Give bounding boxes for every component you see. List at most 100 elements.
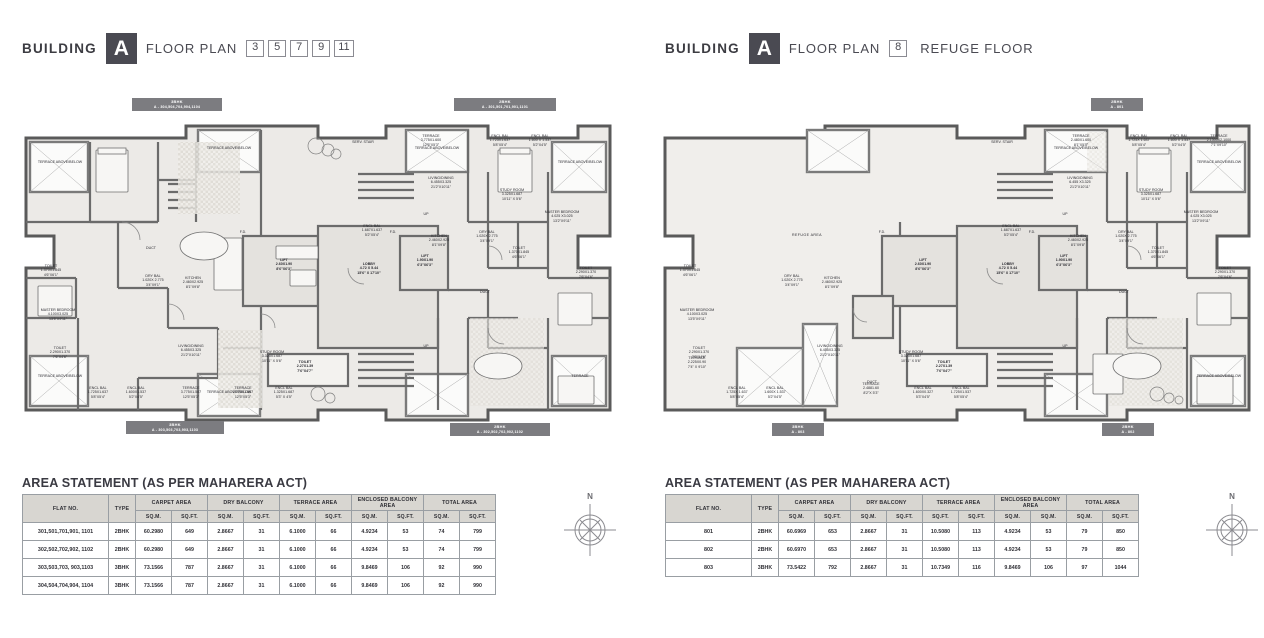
cell-value: 92 xyxy=(423,576,460,595)
cell-type: 3BHK xyxy=(751,558,779,577)
cell-value: 106 xyxy=(1030,558,1067,577)
compass-north-label: N xyxy=(587,492,593,501)
th-total-area: TOTAL AREA xyxy=(423,494,496,511)
cell-value: 92 xyxy=(423,558,460,577)
cell-value: 66 xyxy=(315,540,352,559)
cell-value: 6.1000 xyxy=(279,558,316,577)
cell-value: 60.6969 xyxy=(778,522,815,541)
th-unit: SQ.FT. xyxy=(958,510,995,523)
th-unit: SQ.M. xyxy=(1030,510,1067,523)
compass-rose: N xyxy=(1204,492,1260,558)
cell-value: 31 xyxy=(243,576,280,595)
th-total-area: TOTAL AREA xyxy=(1066,494,1139,511)
table-row: 304,504,704,904, 1104 3BHK 73.1566 787 2… xyxy=(22,576,496,595)
cell-type: 2BHK xyxy=(108,540,136,559)
cell-value: 66 xyxy=(315,576,352,595)
cell-value: 74 xyxy=(423,522,460,541)
table-row: 802 2BHK 60.6970 653 2.8667 31 10.5080 1… xyxy=(665,540,1139,559)
cell-value: 10.5080 xyxy=(922,522,959,541)
cell-type: 2BHK xyxy=(751,540,779,559)
cell-value: 2.8667 xyxy=(207,576,244,595)
cell-value: 649 xyxy=(171,540,208,559)
cell-value: 2.8667 xyxy=(850,540,887,559)
cell-value: 6.1000 xyxy=(279,540,316,559)
floor-plan-drawing-left: TERRACE ABOVE/BELOW TERRACE ABOVE/BELOW … xyxy=(18,118,618,428)
floor-plan-label: FLOOR PLAN xyxy=(145,41,238,56)
floor-number-list: 8 xyxy=(889,40,908,57)
cell-value: 6.1000 xyxy=(279,576,316,595)
th-unit: SQ.M. xyxy=(423,510,460,523)
building-label: BUILDING xyxy=(665,41,740,56)
cell-value: 9.8469 xyxy=(351,558,388,577)
cell-flat-no: 802 xyxy=(665,540,752,559)
cell-flat-no: 301,501,701,901, 1101 xyxy=(22,522,109,541)
cell-value: 31 xyxy=(886,558,923,577)
th-type: TYPE xyxy=(751,494,779,523)
th-dry-balcony: DRY BALCONY xyxy=(207,494,280,511)
cell-value: 2.8667 xyxy=(207,540,244,559)
table-row: 801 2BHK 60.6969 653 2.8667 31 10.5080 1… xyxy=(665,522,1139,541)
compass-north-label: N xyxy=(1229,492,1235,501)
cell-value: 4.9234 xyxy=(351,540,388,559)
th-unit: SQ.FT. xyxy=(886,510,923,523)
cell-value: 799 xyxy=(459,522,496,541)
th-flat-no: FLAT NO. xyxy=(665,494,752,523)
cell-value: 113 xyxy=(958,522,995,541)
floor-plan-label: FLOOR PLAN xyxy=(788,41,881,56)
cell-value: 10.7349 xyxy=(922,558,959,577)
cell-value: 653 xyxy=(814,540,851,559)
cell-value: 31 xyxy=(243,522,280,541)
cell-type: 3BHK xyxy=(108,576,136,595)
cell-value: 53 xyxy=(387,522,424,541)
cell-flat-no: 801 xyxy=(665,522,752,541)
cell-flat-no: 803 xyxy=(665,558,752,577)
cell-value: 653 xyxy=(814,522,851,541)
cell-value: 53 xyxy=(387,540,424,559)
cell-value: 850 xyxy=(1102,522,1139,541)
cell-type: 2BHK xyxy=(108,522,136,541)
th-unit: SQ.M. xyxy=(994,510,1031,523)
table-row: 301,501,701,901, 1101 2BHK 60.2980 649 2… xyxy=(22,522,496,541)
floor-number: 8 xyxy=(889,40,908,57)
floor-number-list: 3 5 7 9 11 xyxy=(246,40,354,57)
table-row: 302,502,702,902, 1102 2BHK 60.2980 649 2… xyxy=(22,540,496,559)
th-type: TYPE xyxy=(108,494,136,523)
cell-value: 6.1000 xyxy=(279,522,316,541)
cell-value: 116 xyxy=(958,558,995,577)
cell-value: 60.2980 xyxy=(135,522,172,541)
cell-value: 113 xyxy=(958,540,995,559)
th-unit: SQ.FT. xyxy=(459,510,496,523)
cell-value: 73.1566 xyxy=(135,558,172,577)
th-unit: SQ.FT. xyxy=(315,510,352,523)
cell-value: 66 xyxy=(315,522,352,541)
floor-number: 5 xyxy=(268,40,287,57)
cell-value: 2.8667 xyxy=(850,558,887,577)
cell-value: 31 xyxy=(886,522,923,541)
cell-value: 2.8667 xyxy=(207,522,244,541)
building-letter-badge: A xyxy=(748,33,780,64)
th-unit: SQ.M. xyxy=(351,510,388,523)
header-right: BUILDING A FLOOR PLAN 8 REFUGE FLOOR xyxy=(665,33,1034,64)
cell-value: 9.8469 xyxy=(351,576,388,595)
cell-value: 31 xyxy=(243,540,280,559)
th-flat-no: FLAT NO. xyxy=(22,494,109,523)
cell-flat-no: 304,504,704,904, 1104 xyxy=(22,576,109,595)
cell-value: 66 xyxy=(315,558,352,577)
header-left: BUILDING A FLOOR PLAN 3 5 7 9 11 xyxy=(22,33,354,64)
cell-value: 60.2980 xyxy=(135,540,172,559)
cell-type: 3BHK xyxy=(108,558,136,577)
th-unit: SQ.M. xyxy=(207,510,244,523)
cell-value: 787 xyxy=(171,558,208,577)
th-unit: SQ.FT. xyxy=(243,510,280,523)
cell-value: 79 xyxy=(1066,540,1103,559)
th-enclosed-balcony-area: ENCLOSED BALCONY AREA xyxy=(994,494,1067,511)
th-unit: SQ.M. xyxy=(778,510,815,523)
building-label: BUILDING xyxy=(22,41,97,56)
